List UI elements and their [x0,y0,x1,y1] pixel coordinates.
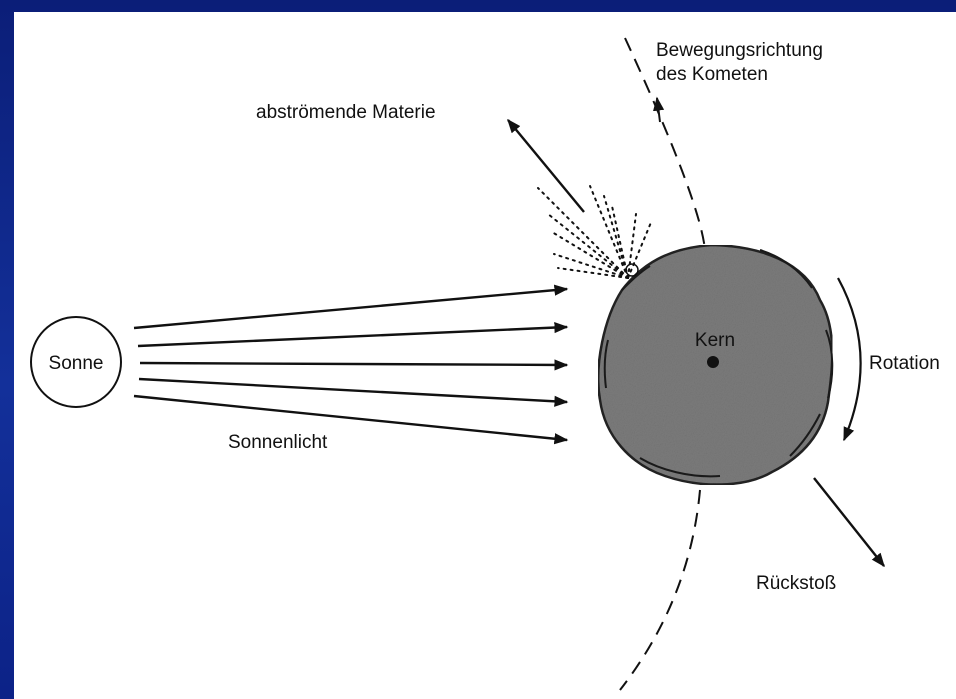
sunlight-ray [134,289,567,328]
sunlight-ray [140,363,567,365]
outflow-label: abströmende Materie [256,102,436,123]
rotation-arrow [838,278,861,440]
outflow-arrow [508,120,584,212]
orbit-path-lower [620,490,700,690]
comet-diagram: Sonne Sonnenlicht abströmende Materie Ke… [14,12,956,699]
direction-label-line1: Bewegungsrichtung [656,40,823,61]
sunlight-ray [138,327,567,346]
diagram-panel: Sonne Sonnenlicht abströmende Materie Ke… [14,12,956,699]
rotation-label: Rotation [869,353,940,374]
nucleus-label: Kern [695,330,735,351]
sun-label: Sonne [49,353,104,374]
sunlight-rays [134,289,567,440]
nucleus-center-dot [707,356,719,368]
sunlight-ray [139,379,567,402]
recoil-label: Rückstoß [756,573,836,594]
recoil-arrow [814,478,884,566]
sunlight-label: Sonnenlicht [228,432,328,453]
direction-label-line2: des Kometen [656,64,768,85]
sunlight-ray [134,396,567,440]
